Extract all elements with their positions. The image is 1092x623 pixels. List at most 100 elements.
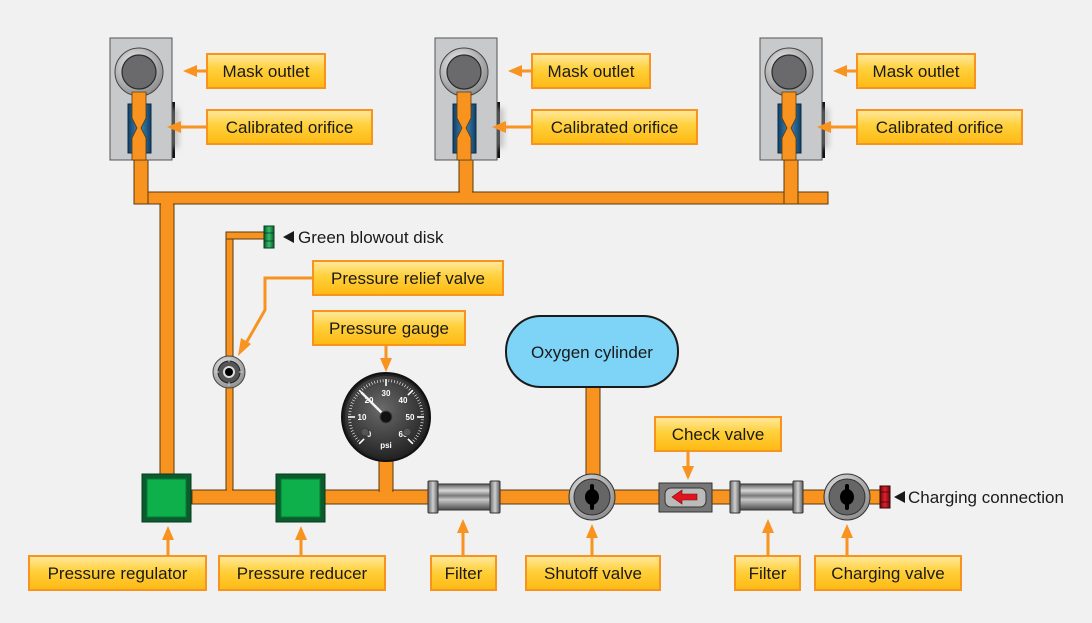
calibrated-orifice-3-callout: Calibrated orifice bbox=[817, 109, 1023, 145]
check-valve-label: Check valve bbox=[672, 425, 765, 444]
charging-connection[interactable] bbox=[879, 485, 891, 509]
callout-arrowhead-icon bbox=[817, 121, 831, 133]
gauge-tick bbox=[356, 439, 360, 442]
gauge-tick bbox=[418, 430, 422, 432]
gauge-tick bbox=[358, 438, 365, 445]
filter-1-label: Filter bbox=[445, 564, 483, 583]
gauge-tick bbox=[404, 384, 407, 388]
calibrated-orifice-1-label-box bbox=[206, 109, 373, 145]
gauge-tick-label: 0 bbox=[367, 430, 372, 439]
gauge-screw-right bbox=[402, 427, 412, 437]
calibrated-orifice-2-callout: Calibrated orifice bbox=[492, 109, 698, 145]
top-manifold-pipe bbox=[147, 191, 829, 205]
pressure-relief-valve-label-box bbox=[312, 260, 504, 296]
callout-arrowhead-icon bbox=[167, 121, 181, 133]
callout-arrowhead-icon bbox=[762, 519, 774, 533]
mask-outlet-1-label-box bbox=[206, 53, 326, 89]
charging-connection-label: Charging connection bbox=[908, 488, 1064, 507]
callout-arrowhead-icon bbox=[492, 121, 506, 133]
gauge-tick bbox=[396, 380, 399, 384]
calibrated-orifice-2-label: Calibrated orifice bbox=[551, 118, 679, 137]
charging-connection-pointer-icon bbox=[894, 491, 905, 503]
mask-outlet-2[interactable] bbox=[439, 47, 489, 97]
gauge-tick bbox=[417, 399, 420, 402]
pressure-regulator-label: Pressure regulator bbox=[48, 564, 188, 583]
pressure-relief-valve-arrow-line bbox=[243, 276, 313, 346]
charging-valve[interactable] bbox=[823, 473, 871, 521]
charging-valve-label-box bbox=[814, 555, 962, 591]
gauge-tick bbox=[353, 396, 357, 399]
gauge-tick bbox=[407, 389, 414, 396]
green-blowout-disk bbox=[263, 225, 275, 249]
gauge-tick bbox=[373, 380, 376, 384]
mask-outlet-1-label: Mask outlet bbox=[223, 62, 310, 81]
shutoff-valve-callout: Shutoff valve bbox=[525, 524, 661, 591]
filter-1-callout: Filter bbox=[430, 519, 497, 591]
left-riser-pipe bbox=[159, 203, 175, 477]
pressure-reducer-label: Pressure reducer bbox=[237, 564, 368, 583]
callout-arrowhead-icon bbox=[295, 526, 307, 540]
gauge-tick bbox=[414, 437, 417, 440]
gauge-tick bbox=[355, 437, 358, 440]
check-valve-callout: Check valve bbox=[654, 416, 782, 480]
shutoff-valve[interactable] bbox=[568, 473, 616, 521]
callout-arrowhead-icon bbox=[457, 519, 469, 533]
gauge-tick bbox=[348, 407, 353, 410]
gauge-tick bbox=[419, 424, 424, 427]
check-valve-arrow-icon bbox=[671, 489, 698, 505]
gauge-tick bbox=[350, 430, 354, 432]
mask-outlet-2-label: Mask outlet bbox=[548, 62, 635, 81]
calibrated-orifice-1-callout: Calibrated orifice bbox=[167, 109, 373, 145]
calibrated-orifice-3 bbox=[777, 91, 802, 161]
calibrated-orifice-1-label: Calibrated orifice bbox=[226, 118, 354, 137]
mask-unit-2 bbox=[434, 37, 504, 161]
gauge-tick bbox=[419, 427, 423, 430]
pressure-relief-valve-label: Pressure relief valve bbox=[331, 269, 485, 288]
pressure-regulator-callout: Pressure regulator bbox=[28, 526, 207, 591]
pressure-gauge-label-box bbox=[312, 310, 466, 346]
callout-arrowhead-icon bbox=[586, 524, 598, 538]
gauge-tick bbox=[376, 379, 379, 384]
gauge-tick bbox=[350, 402, 354, 404]
gauge-unit: psi bbox=[380, 441, 392, 450]
gauge-tick bbox=[348, 424, 353, 427]
callout-arrowhead-icon bbox=[380, 358, 392, 372]
mask-outlet-2-callout: Mask outlet bbox=[508, 53, 651, 89]
mask-outlet-1-callout: Mask outlet bbox=[183, 53, 326, 89]
check-valve bbox=[658, 482, 713, 513]
gauge-screw-left bbox=[360, 427, 370, 437]
pressure-reducer-label-box bbox=[218, 555, 386, 591]
gauge-tick bbox=[419, 407, 424, 410]
calibrated-orifice-2-label-box bbox=[531, 109, 698, 145]
mask-unit-3 bbox=[759, 37, 829, 161]
mask-outlet-3-label: Mask outlet bbox=[873, 62, 960, 81]
callout-arrowhead-icon bbox=[841, 524, 853, 538]
gauge-tick bbox=[352, 432, 355, 435]
gauge-tick bbox=[412, 439, 416, 442]
gauge-tick bbox=[363, 386, 366, 389]
pressure-relief-valve bbox=[212, 355, 246, 389]
gauge-tick bbox=[349, 427, 353, 430]
gauge-tick bbox=[401, 383, 404, 386]
gauge-tick-label: 30 bbox=[382, 389, 391, 398]
pressure-reducer bbox=[275, 473, 326, 523]
filter-2-callout: Filter bbox=[734, 519, 801, 591]
gauge-tick-label: 60 bbox=[399, 430, 408, 439]
green-blowout-disk-label: Green blowout disk bbox=[298, 228, 444, 247]
callout-arrowhead-icon bbox=[238, 338, 251, 356]
filter-2-label: Filter bbox=[749, 564, 787, 583]
shutoff-valve-label: Shutoff valve bbox=[544, 564, 642, 583]
gauge-tick bbox=[417, 432, 420, 435]
filter-2-label-box bbox=[734, 555, 801, 591]
gauge-tick bbox=[407, 438, 414, 445]
mask-outlet-3[interactable] bbox=[764, 47, 814, 97]
callout-arrowhead-icon bbox=[682, 466, 694, 480]
mask-outlet-3-callout: Mask outlet bbox=[833, 53, 976, 89]
mask-outlet-3-label-box bbox=[856, 53, 976, 89]
gauge-tick bbox=[365, 384, 368, 388]
gauge-tick bbox=[349, 404, 353, 407]
gauge-tick bbox=[368, 383, 371, 386]
callout-arrowhead-icon bbox=[508, 65, 522, 77]
mask-outlet-1[interactable] bbox=[114, 47, 164, 97]
gauge-hub bbox=[379, 410, 393, 424]
